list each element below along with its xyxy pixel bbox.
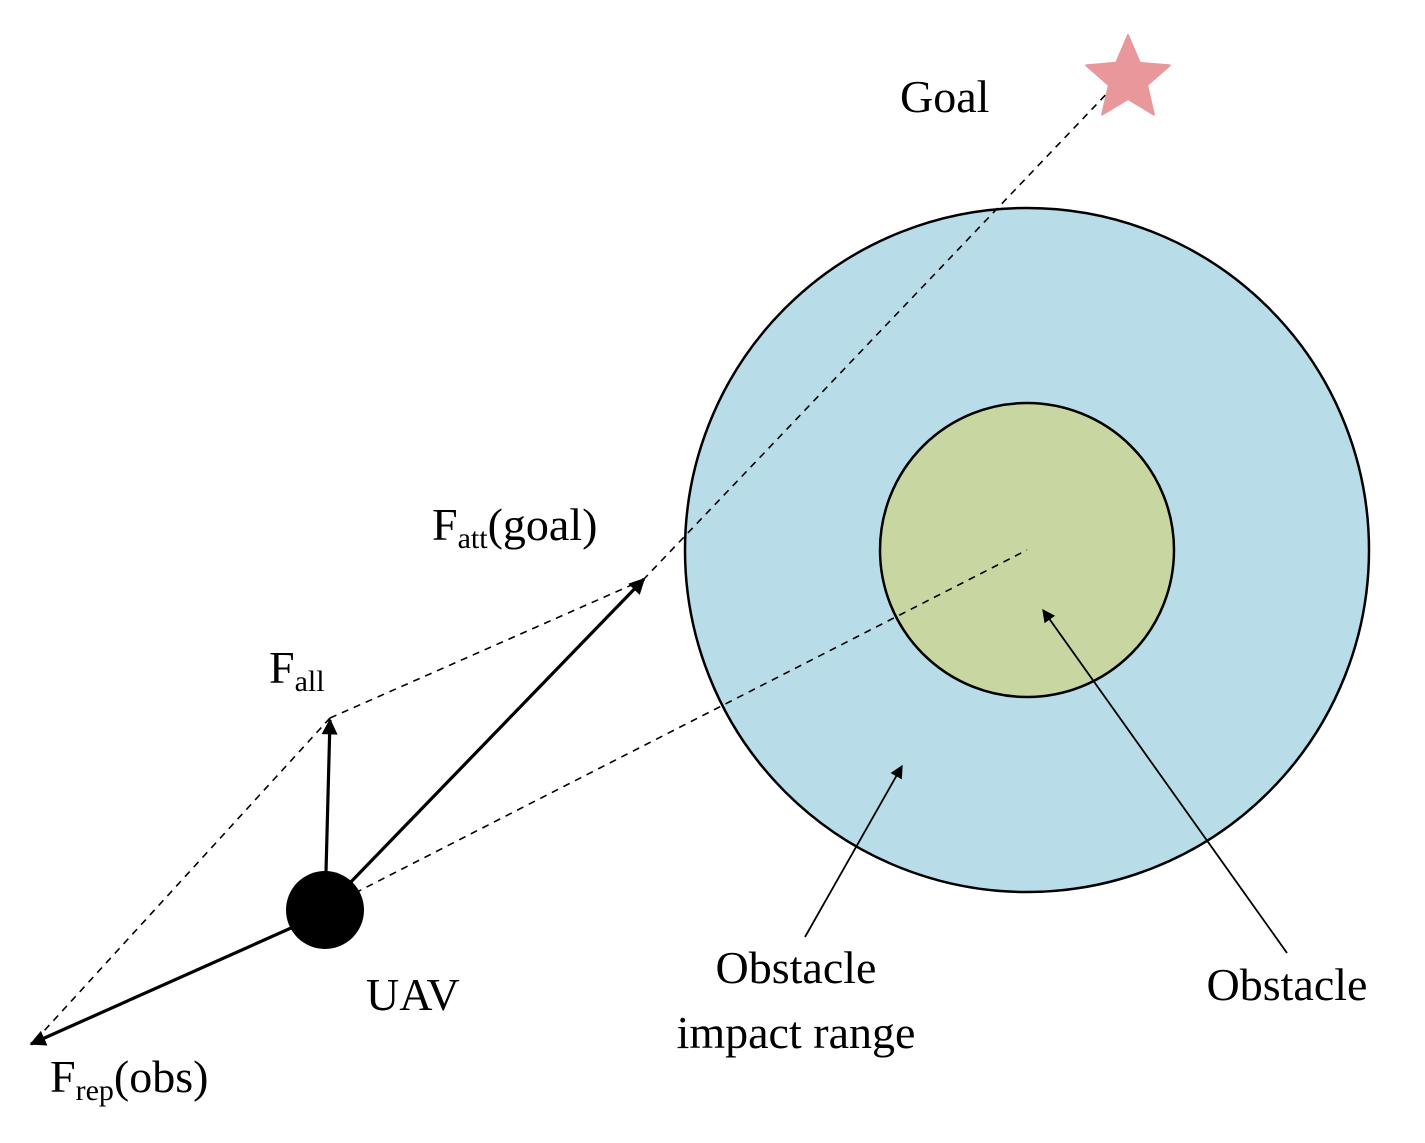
dashed-parallelogram-left	[32, 717, 331, 1044]
impact-range-label-line1: Obstacle	[716, 942, 877, 993]
impact-range-pointer	[804, 764, 903, 938]
dashed-guides	[32, 84, 1116, 1044]
f-att-vector	[345, 577, 646, 888]
f-rep-main: F	[50, 1051, 76, 1102]
f-all-vector	[321, 718, 338, 873]
f-rep-vector	[29, 922, 301, 1046]
f-rep-tail: (obs)	[114, 1051, 209, 1102]
impact-range-label-line2: impact range	[677, 1007, 916, 1058]
obstacle-label: Obstacle	[1207, 959, 1368, 1010]
force-vectors	[29, 577, 646, 1046]
dashed-parallelogram-top	[329, 579, 644, 719]
goal-star-icon	[1085, 34, 1171, 116]
f-rep-sub: rep	[76, 1074, 114, 1107]
f-all-label: Fall	[269, 642, 325, 698]
uav-label: UAV	[366, 969, 460, 1020]
f-att-sub: att	[458, 522, 489, 555]
f-all-sub: all	[295, 665, 325, 698]
pointer-arrows	[804, 608, 1288, 954]
f-att-label: Fatt(goal)	[432, 499, 597, 555]
goal-label: Goal	[900, 71, 989, 122]
f-rep-label: Frep(obs)	[50, 1051, 208, 1107]
dashed-goal-line	[642, 84, 1116, 581]
uav-circle	[286, 871, 364, 949]
dashed-obstacle-line	[354, 549, 1028, 894]
f-all-main: F	[269, 642, 295, 693]
obstacle-pointer	[1042, 608, 1288, 954]
f-att-tail: (goal)	[488, 499, 598, 550]
f-att-main: F	[432, 499, 458, 550]
